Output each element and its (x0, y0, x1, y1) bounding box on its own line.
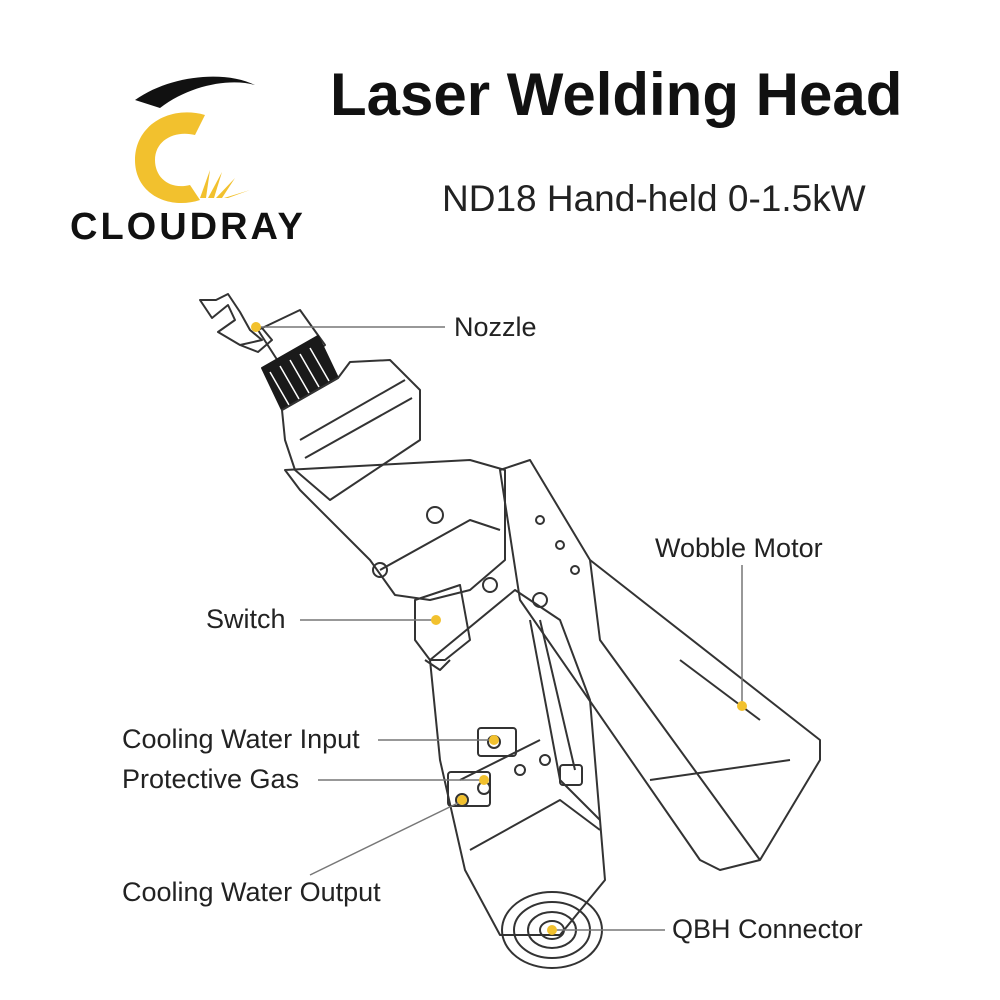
marker-nozzle (251, 322, 261, 332)
main-housing (284, 459, 506, 601)
switch-block (414, 584, 471, 661)
label-switch: Switch (206, 604, 286, 634)
marker-qbh (547, 925, 557, 935)
leader-cooling-out (309, 801, 461, 876)
upper-tube (281, 359, 421, 501)
label-protective-gas: Protective Gas (122, 764, 300, 794)
label-qbh-connector: QBH Connector (672, 914, 863, 944)
marker-cooling-in (489, 735, 499, 745)
brand-name: CLOUDRAY (70, 206, 306, 248)
marker-switch (431, 615, 441, 625)
page-title: Laser Welding Head (330, 61, 903, 128)
marker-cooling-out (457, 795, 467, 805)
label-nozzle: Nozzle (454, 312, 537, 342)
label-cooling-water-input: Cooling Water Input (122, 724, 360, 754)
logo-rays (200, 170, 250, 198)
nozzle-tip (199, 293, 263, 346)
nozzle-sleeve (257, 309, 326, 373)
page-subtitle: ND18 Hand-held 0-1.5kW (442, 178, 866, 219)
lower-barrel (429, 589, 606, 936)
logo-arc (135, 76, 255, 108)
label-wobble-motor: Wobble Motor (655, 533, 823, 563)
wobble-motor-body (499, 459, 821, 871)
logo-c (135, 112, 205, 204)
label-cooling-water-output: Cooling Water Output (122, 877, 381, 907)
cloudray-logo (135, 76, 255, 204)
marker-wobble (737, 701, 747, 711)
marker-gas (479, 775, 489, 785)
